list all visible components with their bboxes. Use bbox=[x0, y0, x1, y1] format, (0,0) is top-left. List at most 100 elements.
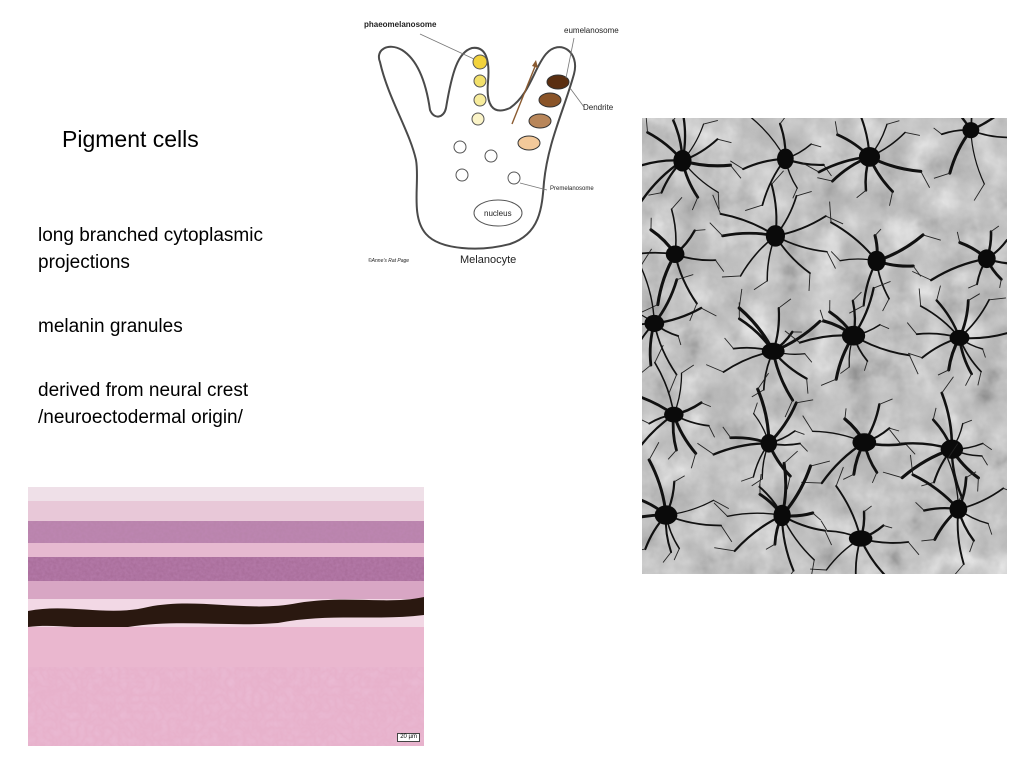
dendrite-branch bbox=[820, 378, 837, 386]
dendrite-branch bbox=[918, 288, 922, 307]
leader-line bbox=[419, 33, 475, 60]
retina-section-image: 20 µm bbox=[28, 487, 424, 746]
dendrite-branch bbox=[909, 355, 919, 375]
dendrite-branch bbox=[968, 283, 978, 289]
dendrite-branch bbox=[783, 450, 798, 464]
dendrite-branch bbox=[863, 505, 872, 513]
dendrite-branch bbox=[915, 501, 925, 511]
dendrite-branch bbox=[990, 225, 1000, 232]
bullet-item: derived from neural crest /neuroectoderm… bbox=[38, 380, 249, 428]
dendrite-branch bbox=[812, 512, 822, 521]
dendrite-branch bbox=[642, 419, 650, 424]
dendrite-branch bbox=[786, 475, 791, 490]
dendrite-branch bbox=[889, 429, 902, 445]
dendrite-branch bbox=[920, 171, 931, 188]
dendrite-branch bbox=[642, 364, 652, 373]
dendrite-branch bbox=[740, 476, 754, 482]
dendrite-branch bbox=[730, 164, 742, 179]
dendrite-branch bbox=[765, 543, 776, 550]
dendrite-branch bbox=[904, 131, 920, 136]
dendrite-branch bbox=[674, 475, 685, 483]
dendrite-branch bbox=[852, 291, 862, 302]
dendrite-branch bbox=[965, 471, 977, 478]
dendrite-branch bbox=[724, 337, 734, 349]
eumelanosome bbox=[538, 92, 562, 108]
dendrite-branch bbox=[784, 400, 794, 418]
dendrite-branch bbox=[720, 525, 733, 543]
cell-body bbox=[773, 504, 791, 527]
melanocyte-network-svg bbox=[642, 118, 1007, 574]
pigment-epithelium-layer bbox=[28, 597, 424, 629]
dendrite-branch bbox=[882, 298, 890, 312]
eumelanosome-label: eumelanosome bbox=[564, 26, 619, 35]
dendrite-branch bbox=[912, 270, 932, 281]
dendrite-branch bbox=[999, 279, 1002, 288]
cell-body bbox=[841, 325, 866, 346]
dendrite-branch bbox=[738, 288, 743, 309]
dendrite-branch bbox=[792, 187, 798, 199]
dendrite-branch bbox=[907, 352, 923, 359]
dendrite-branch bbox=[969, 540, 975, 553]
dendrite-branch bbox=[874, 228, 882, 236]
dendrite-branch bbox=[937, 369, 949, 376]
dendrite-branch bbox=[844, 408, 847, 420]
dendrite-branch bbox=[909, 454, 914, 475]
melanocyte-diagram-svg: nucleus phaeomelanosome eumelanosome Den… bbox=[364, 20, 619, 266]
melanocyte-cell bbox=[709, 170, 844, 291]
dendrite-branch bbox=[799, 443, 808, 452]
cell-body bbox=[962, 122, 980, 139]
dendrite-branch bbox=[694, 229, 706, 232]
dendrite-branch bbox=[708, 425, 715, 438]
phaeomelanosome-label: phaeomelanosome bbox=[364, 20, 437, 29]
melanocyte-cell bbox=[784, 281, 919, 386]
bullet-list: long branched cytoplasmic projections me… bbox=[38, 222, 338, 468]
melanocyte-cell bbox=[801, 398, 916, 485]
melanocyte-cell bbox=[697, 372, 814, 490]
dendrite-branch bbox=[802, 162, 820, 173]
dendrite-branch bbox=[824, 530, 832, 546]
bullet-item: long branched cytoplasmic projections bbox=[38, 225, 263, 273]
dendrite-branch bbox=[933, 172, 950, 179]
dendrite-branch bbox=[932, 407, 937, 420]
retina-section-svg bbox=[28, 487, 424, 746]
arrow-head-icon bbox=[532, 60, 538, 68]
melanocyte-cell bbox=[912, 225, 1007, 289]
dendrite-branch bbox=[820, 520, 828, 532]
dendrite-branch bbox=[883, 525, 893, 529]
dendrite-branch bbox=[662, 551, 672, 563]
cell-outline bbox=[377, 45, 577, 250]
cell-body bbox=[867, 250, 886, 272]
dendrite-branch bbox=[794, 430, 805, 435]
dendrite-branch bbox=[936, 285, 941, 301]
cell-body bbox=[940, 439, 964, 459]
dendrite-branch bbox=[713, 502, 728, 517]
dendrite-branch bbox=[753, 402, 758, 414]
dendrite-branch bbox=[712, 194, 721, 215]
melanocyte-cell bbox=[909, 443, 1007, 574]
dendrite-branch bbox=[790, 570, 794, 574]
melanocyte-cell bbox=[882, 376, 993, 511]
dendrite-branch bbox=[956, 231, 961, 243]
melanocyte-diagram: nucleus phaeomelanosome eumelanosome Den… bbox=[360, 12, 640, 276]
dendrite-branch bbox=[802, 415, 813, 432]
cell-body bbox=[665, 245, 685, 263]
dendrite-branch bbox=[817, 177, 833, 182]
dendrite-branch bbox=[962, 419, 973, 425]
scale-bar: 20 µm bbox=[397, 733, 420, 742]
dendrite-branch bbox=[642, 304, 658, 313]
dendrite-branch bbox=[667, 449, 677, 460]
dendrite-branch bbox=[1003, 487, 1007, 491]
dendrite-branch bbox=[977, 371, 982, 386]
dendrite-branch bbox=[668, 374, 678, 393]
melanocyte-cell bbox=[713, 450, 832, 574]
dendrite-branch bbox=[714, 547, 735, 552]
cell-body bbox=[848, 530, 873, 547]
leader-line bbox=[569, 87, 585, 108]
dendrite-branch bbox=[834, 121, 838, 135]
transport-arrow bbox=[511, 63, 537, 125]
melanocyte-cell bbox=[642, 248, 717, 393]
dendrite-branch bbox=[706, 364, 724, 373]
dendrite-branch bbox=[873, 281, 891, 289]
dendrite-branch bbox=[921, 539, 935, 542]
slide-title: Pigment cells bbox=[62, 126, 199, 152]
